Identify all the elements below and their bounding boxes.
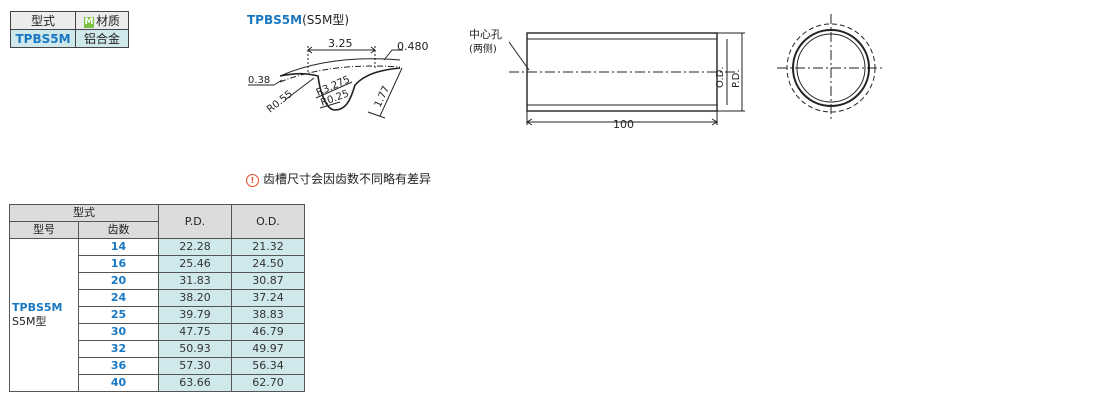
spec-teeth-cell[interactable]: 20 [78, 272, 159, 290]
material-cell: 铝合金 [75, 29, 129, 48]
front-view-drawing [777, 14, 885, 122]
spec-pd-cell: 57.30 [158, 357, 232, 375]
profile-title: TPBS5M(S5M型) [247, 11, 349, 28]
depth-ext-bottom [367, 111, 386, 119]
spec-od-cell: 62.70 [231, 374, 305, 392]
tooth-groove [279, 67, 401, 111]
pitch-label: 3.25 [328, 37, 353, 50]
warning-circle-icon: ! [246, 174, 259, 187]
spec-header-pd: P.D. [158, 204, 232, 239]
center-hole-label: 中心孔 [469, 28, 502, 41]
length-label: 100 [613, 118, 634, 131]
length-arrow-left [526, 118, 533, 126]
spec-teeth-cell[interactable]: 14 [78, 238, 159, 256]
r2-leader [315, 81, 353, 99]
spec-model-code[interactable]: TPBS5M [12, 301, 63, 314]
profile-title-suffix: (S5M型) [302, 13, 350, 27]
r1-label: R0.55 [265, 89, 295, 116]
od-label: O.D. [715, 66, 726, 88]
spec-teeth-cell[interactable]: 25 [78, 306, 159, 324]
tooth-profile-drawing: 3.25 0.480 0.38 R0.55 R3.275 R0.25 1.77 [248, 37, 429, 119]
r3-leader [319, 101, 341, 109]
spec-teeth-cell[interactable]: 30 [78, 323, 159, 341]
spec-teeth-cell[interactable]: 16 [78, 255, 159, 273]
spec-pd-cell: 63.66 [158, 374, 232, 392]
spec-pd-cell: 50.93 [158, 340, 232, 358]
length-arrow-right [711, 118, 718, 126]
top-thickness-label: 0.480 [397, 40, 429, 53]
spec-header-model: 型号 [9, 221, 79, 239]
spec-pd-cell: 39.79 [158, 306, 232, 324]
spec-pd-cell: 47.75 [158, 323, 232, 341]
spec-header-row-1: 型式 P.D. O.D. [9, 204, 305, 239]
material-m-icon: M [83, 17, 94, 28]
tooth-note: ! 齿槽尺寸会因齿数不同略有差异 [246, 170, 431, 187]
spec-od-cell: 46.79 [231, 323, 305, 341]
spec-od-cell: 24.50 [231, 255, 305, 273]
spec-od-cell: 49.97 [231, 340, 305, 358]
top-thickness-leader [383, 49, 393, 61]
spec-od-cell: 21.32 [231, 238, 305, 256]
left-height-label: 0.38 [248, 75, 270, 86]
spec-pd-cell: 22.28 [158, 238, 232, 256]
spec-header-teeth: 齿数 [78, 221, 159, 239]
r1-leader [284, 77, 315, 101]
pd-label: P.D. [731, 69, 742, 88]
spec-header-od: O.D. [231, 204, 305, 239]
pitch-line [279, 65, 401, 83]
spec-od-cell: 38.83 [231, 306, 305, 324]
side-view-drawing: 中心孔 (两侧) 100 O.D. P.D. [469, 28, 745, 131]
material-table-row: TPBS5M 铝合金 [10, 29, 129, 48]
spec-teeth-cell[interactable]: 32 [78, 340, 159, 358]
spec-header-row-2: 型号 齿数 [9, 221, 305, 239]
model-cell[interactable]: TPBS5M [10, 29, 76, 48]
left-height-leader [273, 79, 283, 86]
center-hole-note: (两侧) [469, 42, 497, 55]
spec-od-cell: 30.87 [231, 272, 305, 290]
depth-dim-line [379, 67, 403, 117]
center-hole-leader [508, 41, 530, 71]
spec-teeth-cell[interactable]: 36 [78, 357, 159, 375]
tooth-note-text: 齿槽尺寸会因齿数不同略有差异 [263, 172, 432, 186]
spec-model-sub: S5M型 [12, 315, 47, 328]
profile-title-code: TPBS5M [247, 13, 303, 27]
spec-od-cell: 37.24 [231, 289, 305, 307]
spec-pd-cell: 38.20 [158, 289, 232, 307]
spec-teeth-cell[interactable]: 40 [78, 374, 159, 392]
spec-header-group: 型式 [9, 204, 159, 222]
spec-pd-cell: 31.83 [158, 272, 232, 290]
spec-teeth-cell[interactable]: 24 [78, 289, 159, 307]
type-header: 型式 [10, 11, 76, 30]
spec-od-cell: 56.34 [231, 357, 305, 375]
material-header-label: 材质 [95, 14, 120, 28]
spec-pd-cell: 25.46 [158, 255, 232, 273]
